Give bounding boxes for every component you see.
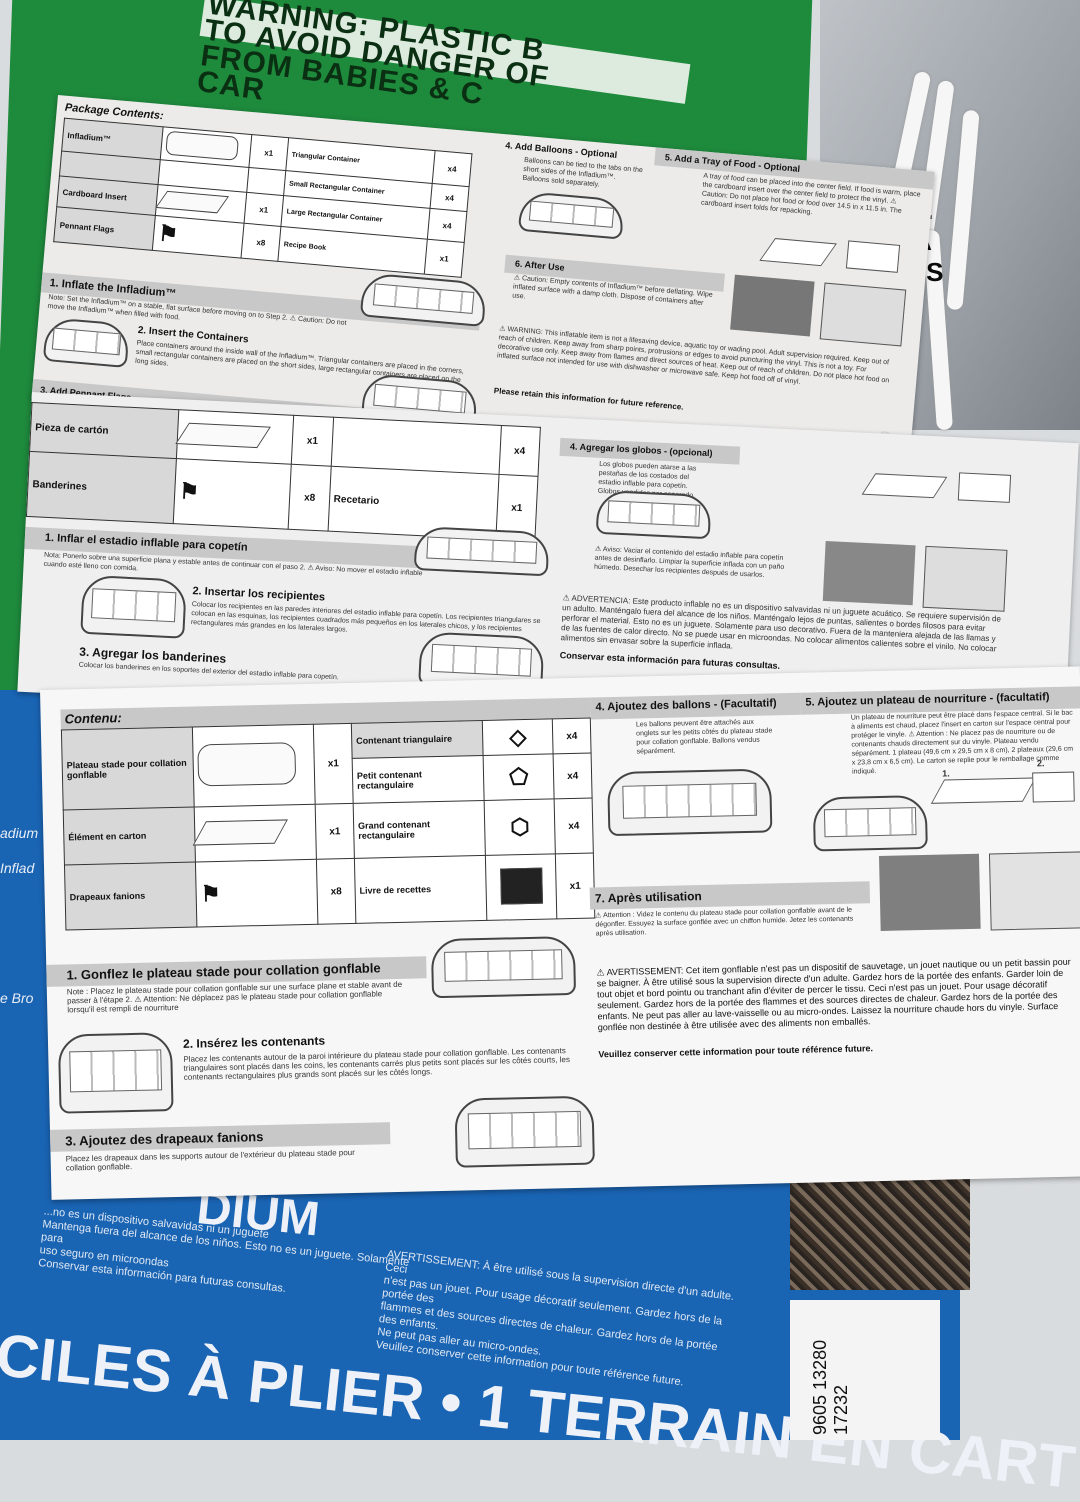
- table-cell: x4: [498, 425, 541, 477]
- wipe-photo: [822, 540, 916, 606]
- barcode-number: 9605 13280 17232: [810, 1339, 851, 1435]
- table-row: Drapeaux fanions ⚑ x8 Livre de recettes …: [64, 852, 595, 930]
- step7-text: ⚠ Attention : Videz le contenu du platea…: [595, 906, 854, 938]
- flag-icon: ⚑: [157, 220, 180, 247]
- table-cell: x8: [240, 223, 281, 262]
- table-cell: x1: [315, 803, 355, 860]
- table-cell: Pieza de cartón: [29, 402, 179, 459]
- table-cell: ⬠: [483, 753, 555, 801]
- contents-table: Pieza de cartón x1 x4 Banderines ⚑ x8 Re…: [26, 402, 541, 542]
- food-tray-illustration: [812, 794, 928, 852]
- table-cell: ⚑: [152, 215, 245, 259]
- contents-table: Plateau stade pour collation gonflable x…: [61, 718, 595, 931]
- french-instructions-panel: Contenu: Plateau stade pour collation go…: [40, 666, 1080, 1200]
- table-cell: [192, 804, 317, 863]
- table-cell: [246, 167, 286, 196]
- fold-step2: [1032, 771, 1075, 803]
- table-cell: x4: [552, 718, 592, 754]
- cardboard-insert-image: [192, 818, 289, 846]
- table-cell: Plateau stade pour collation gonflable: [61, 727, 195, 811]
- retain-text: Please retain this information for futur…: [493, 386, 684, 412]
- contents-header: Contenu:: [64, 710, 122, 727]
- flag-icon: ⚑: [200, 880, 221, 907]
- wipe-photo: [730, 274, 815, 337]
- contents-table: Infladium™ x1 Triangular Container x4 Sm…: [53, 118, 472, 278]
- warning-text: ⚠ AVERTISSEMENT: Cet item gonflable n'es…: [596, 956, 1071, 1033]
- fold-step2: [957, 472, 1012, 503]
- table-cell: Grand contenant rectangulaire: [353, 800, 486, 859]
- after-use-text: ⚠ Aviso: Vaciar el contenido del estadio…: [593, 545, 785, 579]
- flag-icon: ⚑: [178, 478, 200, 505]
- table-cell: x4: [432, 150, 472, 187]
- retain-text: Conservar esta información para futuras …: [559, 650, 781, 671]
- table-cell: ◇: [482, 718, 554, 756]
- balloons-illustration: [607, 768, 773, 837]
- flags-illustration: [454, 1095, 595, 1168]
- balloons-illustration: [595, 489, 712, 540]
- fold-label: 2.: [1036, 758, 1045, 769]
- table-cell: [175, 409, 295, 465]
- table-cell: Banderines: [26, 451, 177, 524]
- step4-heading: 4. Add Balloons - Optional: [504, 140, 618, 160]
- table-cell: ⚑: [173, 458, 292, 530]
- fold-label: 1.: [942, 768, 950, 779]
- cardboard-insert-image: [155, 190, 230, 213]
- step2-text: Placez les contenants autour de la paroi…: [183, 1046, 571, 1082]
- containers-illustration: [80, 574, 188, 639]
- balloons-illustration: [517, 190, 626, 240]
- barcode-area: 9605 13280 17232: [790, 1300, 940, 1440]
- table-cell: Livre de recettes: [354, 855, 487, 924]
- infladium-illustration: [430, 935, 577, 999]
- table-cell: Petit contenant rectangulaire: [352, 755, 485, 804]
- table-cell: x1: [555, 852, 595, 919]
- containers-illustration: [57, 1032, 174, 1114]
- table-cell: ⚑: [195, 859, 319, 927]
- table-cell: x4: [427, 208, 467, 243]
- container-photo: [988, 851, 1080, 931]
- table-cell: x1: [291, 415, 334, 467]
- infladium-illustration: [413, 525, 550, 577]
- cardboard-insert-image: [175, 422, 272, 448]
- table-cell: Drapeaux fanions: [64, 862, 198, 930]
- table-cell: x4: [430, 183, 470, 212]
- table-cell: [485, 853, 558, 921]
- table-cell: x1: [313, 723, 354, 805]
- table-cell: x8: [316, 858, 356, 925]
- table-cell: x4: [553, 753, 593, 799]
- step4-text: Les ballons peuvent être attachés aux on…: [635, 718, 773, 756]
- table-cell: Contenant triangulaire: [351, 720, 484, 759]
- fold-step1: [759, 238, 837, 267]
- step4-text: Balloons can be tied to the tabs on the …: [522, 156, 644, 189]
- fold-step1: [861, 473, 948, 499]
- table-cell: x1: [248, 134, 289, 171]
- table-cell: [330, 417, 502, 475]
- table-cell: x1: [244, 192, 284, 227]
- containers-illustration: [42, 316, 131, 369]
- container-photo: [922, 545, 1008, 612]
- box-side-text: adium: [0, 825, 39, 841]
- table-cell: [192, 724, 316, 808]
- infladium-image: [165, 130, 240, 161]
- wipe-photo: [878, 853, 981, 931]
- table-cell: x4: [554, 798, 594, 854]
- step7-heading: 7. Après utilisation: [594, 889, 702, 906]
- step2-heading: 2. Insérez les contenants: [182, 1033, 326, 1051]
- step3-text: Placez les drapeaux dans les supports au…: [65, 1147, 355, 1173]
- container-photo: [819, 282, 907, 347]
- triangular-container-icon: ◇: [509, 723, 527, 750]
- box-side-text: Inflad: [0, 860, 35, 876]
- recipe-book-image: [499, 867, 543, 905]
- small-rectangular-container-icon: ⬠: [508, 763, 529, 790]
- fold-step1: [930, 777, 1037, 804]
- table-cell: x1: [424, 239, 465, 278]
- large-rectangular-container-icon: ⬡: [510, 813, 530, 840]
- table-cell: ⬡: [484, 798, 556, 856]
- fold-step2: [845, 240, 901, 273]
- retain-text: Veuillez conserver cette information pou…: [598, 1043, 874, 1060]
- table-cell: Pennant Flags: [53, 206, 156, 251]
- table-cell: Élément en carton: [63, 807, 196, 865]
- infladium-image: [197, 742, 297, 787]
- table-cell: x8: [288, 464, 331, 532]
- box-side-text: e Bro: [0, 990, 34, 1006]
